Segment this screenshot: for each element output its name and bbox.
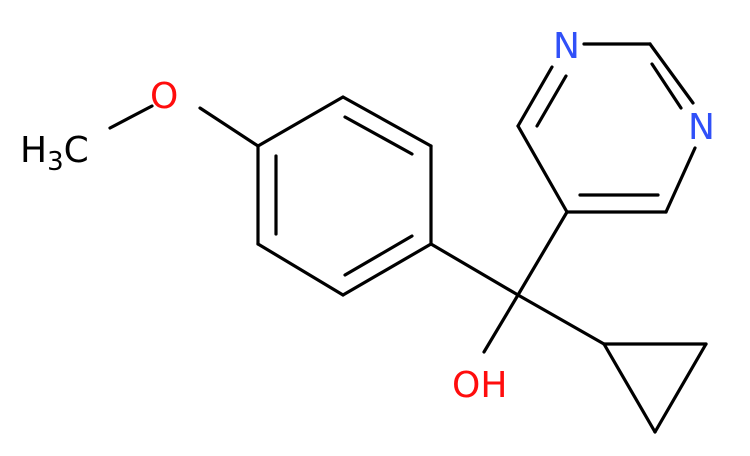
pyrimidine-n3-label: N bbox=[553, 26, 580, 67]
bond-cyclopropyl-2 bbox=[653, 342, 708, 434]
methoxy-carbon-label: H3C bbox=[20, 130, 89, 177]
bond-benzene-4 bbox=[341, 242, 433, 297]
bonds bbox=[108, 42, 708, 434]
bond-central-pyrimidine bbox=[516, 210, 569, 297]
hydroxyl-label: OH bbox=[452, 365, 507, 406]
bond-benzene-2 bbox=[341, 95, 433, 148]
bond-pyr-inner-2 bbox=[650, 62, 683, 110]
bond-pyr-n1-c6 bbox=[664, 146, 697, 214]
atom-labels: H3C O OH N N bbox=[20, 26, 715, 406]
bond-benzene-inner-2 bbox=[343, 234, 414, 277]
bond-pyr-inner-1 bbox=[535, 74, 568, 128]
bond-pyr-c2-n1 bbox=[648, 42, 695, 105]
bond-pyr-c5-c4 bbox=[516, 124, 569, 214]
bond-central-cyclopropyl bbox=[516, 293, 606, 346]
pyrimidine-n1-label: N bbox=[688, 107, 715, 148]
bond-cyclopropyl-3 bbox=[602, 342, 657, 434]
bond-benzene-inner-1 bbox=[343, 115, 414, 156]
bond-benzene-5 bbox=[256, 242, 345, 297]
methoxy-oxygen-label: O bbox=[150, 76, 178, 117]
bond-benzene-1 bbox=[256, 95, 345, 148]
bond-ch3-o bbox=[108, 104, 154, 130]
bond-o-aryl bbox=[198, 106, 260, 148]
bond-central-oh bbox=[482, 293, 520, 354]
bond-aryl-central bbox=[429, 242, 520, 297]
bond-pyr-c4-n3 bbox=[516, 65, 554, 128]
